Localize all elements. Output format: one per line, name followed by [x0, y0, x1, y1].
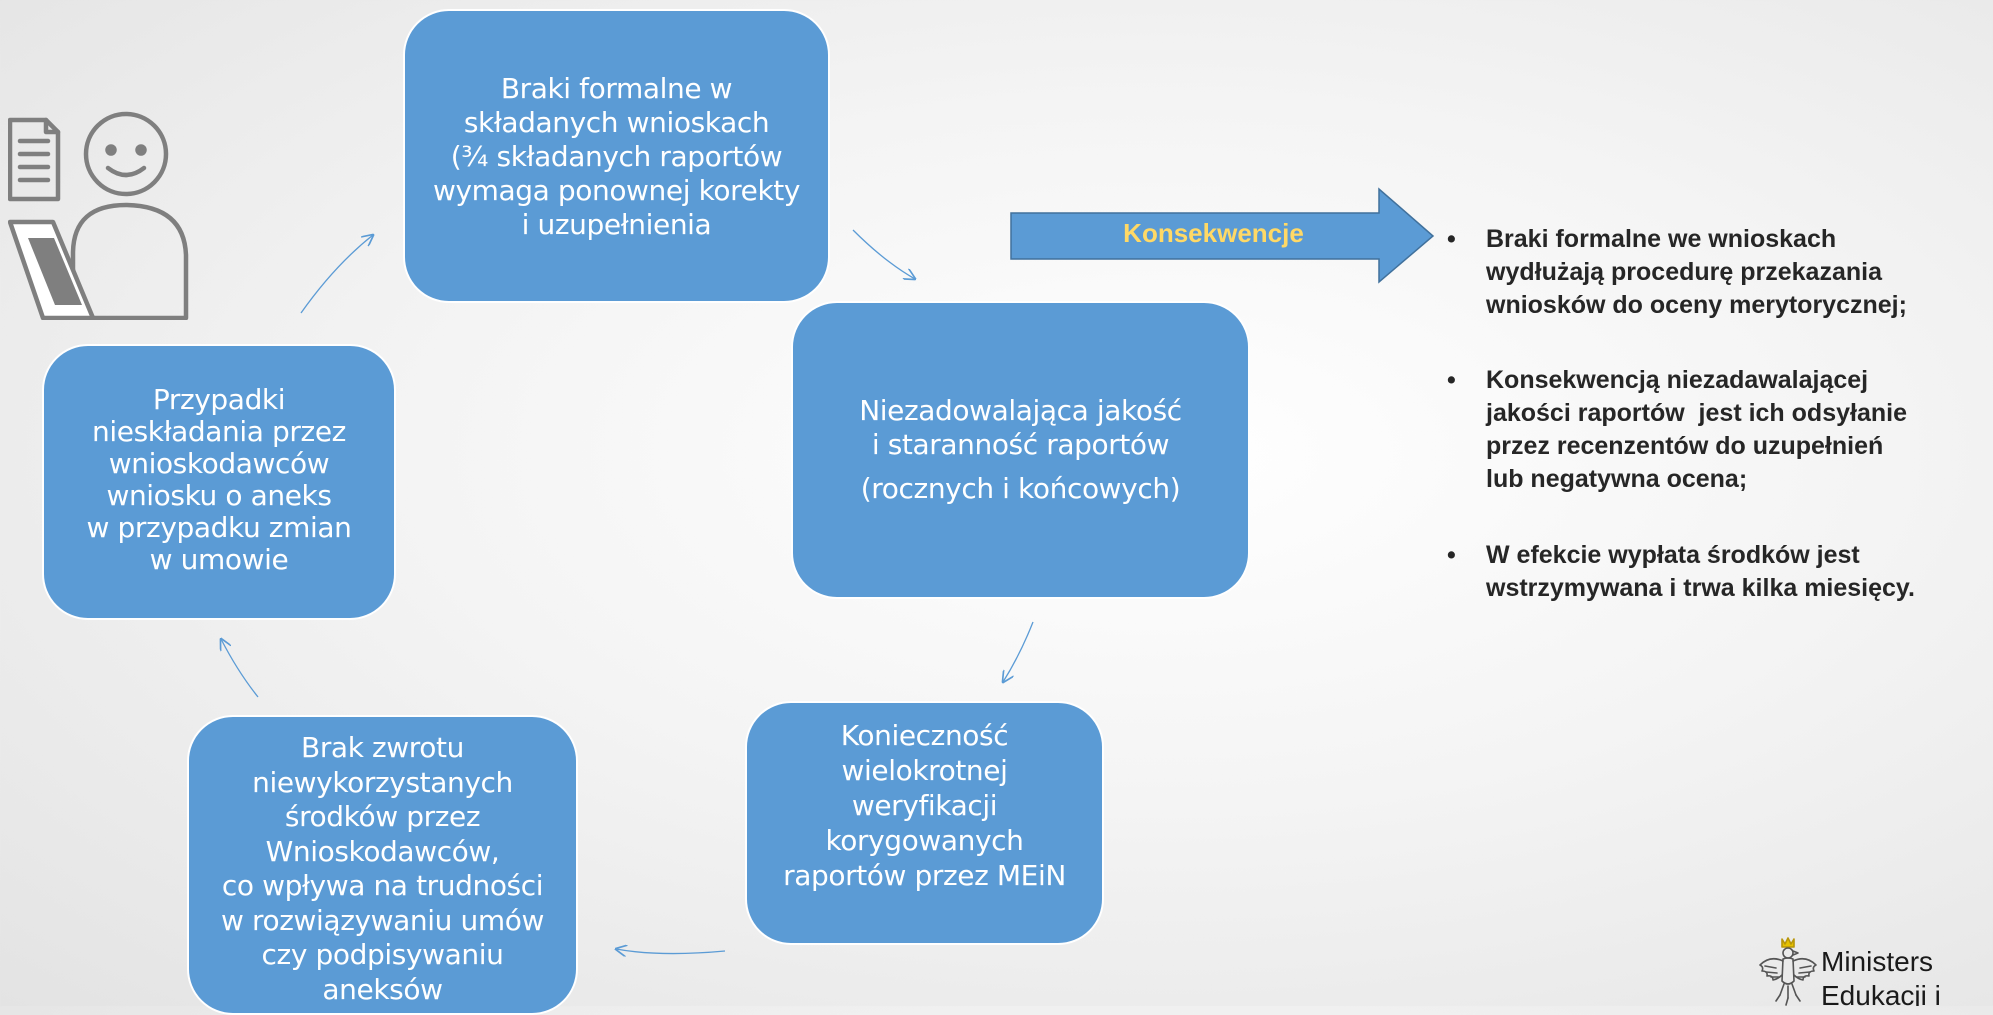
box-text-line: nieskładania przez — [92, 415, 346, 448]
consequence-text-line: wydłużają procedurę przekazania — [1486, 258, 1882, 286]
box-text-line: wielokrotnej — [841, 754, 1008, 787]
box-text-line: co wpływa na trudności — [221, 869, 544, 902]
consequence-arrow-label: Konsekwencje — [1123, 218, 1304, 248]
cycle-box-formal-deficiencies: Braki formalne w składanych wnioskach (¾… — [403, 9, 830, 303]
box-text-line: (¾ składanych raportów — [450, 140, 783, 173]
box-text-line: w przypadku zmian — [86, 511, 352, 544]
connector-box4-to-box5 — [221, 639, 259, 698]
box-text-line: korygowanych — [825, 824, 1024, 857]
box-text-line: aneksów — [322, 972, 443, 1006]
box-text-line: wniosku o aneks — [106, 479, 332, 512]
box-text-line: czy podpisywaniu — [261, 938, 504, 971]
ministry-eagle-icon — [1759, 937, 1817, 1006]
box-text-line: (rocznych i końcowych) — [860, 472, 1181, 505]
box-text-line: wnioskodawców — [108, 447, 330, 480]
consequence-item: Braki formalne we wnioskach wydłużają pr… — [1447, 223, 1993, 322]
ministry-name: Ministers Edukacji i — [1821, 945, 1941, 1006]
consequence-text-line: wstrzymywana i trwa kilka miesięcy. — [1486, 574, 1915, 602]
consequence-item: W efekcie wypłata środków jest wstrzymyw… — [1447, 539, 1993, 605]
user-document-icon — [8, 111, 189, 320]
box-text-line: Braki formalne w — [500, 72, 733, 105]
connector-box3-to-box4 — [616, 949, 726, 954]
box-text-line: wymaga ponownej korekty — [432, 174, 801, 207]
ministry-name-line: Ministers — [1821, 946, 1934, 977]
consequence-text-line: lub negatywna ocena; — [1486, 465, 1748, 493]
box-text-line: środków przez — [284, 800, 481, 833]
box-text-line: w rozwiązywaniu umów — [221, 903, 544, 937]
box-text-line: Konieczność — [840, 719, 1009, 752]
box-text-line: raportów przez MEiN — [783, 859, 1066, 892]
consequence-text-line: Konsekwencją niezadawalającej — [1486, 366, 1869, 394]
consequence-item: Konsekwencją niezadawalającej jakości ra… — [1447, 364, 1993, 496]
connector-box1-to-box2 — [852, 229, 915, 279]
box-text-line: i staranność raportów — [871, 428, 1170, 461]
connector-box5-to-box1 — [300, 235, 373, 314]
cycle-box-reverification: Konieczność wielokrotnej weryfikacji kor… — [745, 701, 1104, 945]
box-text-line: i uzupełnienia — [521, 208, 712, 241]
consequence-text-line: W efekcie wypłata środków jest — [1486, 541, 1860, 569]
box-text-line: Niezadowalająca jakość — [859, 394, 1182, 427]
box-text-line: weryfikacji — [851, 789, 998, 822]
box-text-line: Przypadki — [152, 383, 286, 416]
ministry-logo: Ministers Edukacji i — [1756, 935, 1993, 1006]
cycle-box-report-quality: Niezadowalająca jakość i staranność rapo… — [791, 301, 1250, 599]
consequence-text-line: Braki formalne we wnioskach — [1486, 225, 1837, 253]
ministry-name-line: Edukacji i — [1821, 980, 1941, 1006]
box-text-line: w umowie — [149, 543, 289, 576]
consequence-text-line: wniosków do oceny merytorycznej; — [1486, 291, 1907, 319]
cycle-box-unused-funds: Brak zwrotu niewykorzystanych środków pr… — [187, 715, 578, 1015]
box-text-line: Brak zwrotu — [301, 731, 464, 764]
cycle-box-missing-annex: Przypadki nieskładania przez wnioskodawc… — [42, 344, 396, 620]
consequence-text-line: jakości raportów jest ich odsyłanie — [1486, 399, 1907, 427]
box-text-line: niewykorzystanych — [252, 765, 513, 799]
connector-box2-to-box3 — [1003, 621, 1034, 682]
box-text-line: Wnioskodawców, — [265, 834, 500, 868]
consequence-text-line: przez recenzentów do uzupełnień — [1486, 432, 1884, 460]
box-text-line: składanych wnioskach — [463, 106, 770, 139]
consequence-list: Braki formalne we wnioskach wydłużają pr… — [1447, 223, 1993, 647]
